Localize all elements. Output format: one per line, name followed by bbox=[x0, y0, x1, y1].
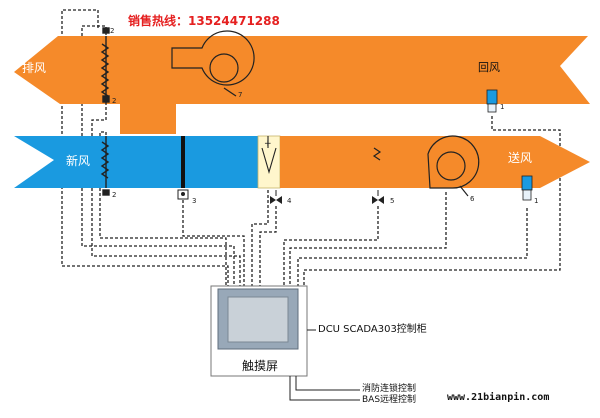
device-number: 2 bbox=[112, 191, 117, 199]
device-number: 4 bbox=[287, 197, 292, 205]
filter-icon: + bbox=[261, 136, 277, 174]
device-number: 2 bbox=[110, 27, 115, 35]
device-number: 2 bbox=[112, 97, 117, 105]
supply-air-label: 送风 bbox=[508, 151, 533, 165]
fresh-air-label: 新风 bbox=[66, 154, 91, 168]
supply-fan-icon bbox=[427, 135, 480, 197]
valve-4-icon bbox=[270, 190, 282, 204]
device-number: 3 bbox=[192, 197, 197, 205]
website-url: www.21bianpin.com bbox=[447, 392, 550, 403]
fire-link-label: 消防连锁控制 bbox=[362, 384, 417, 394]
left-damper-icon bbox=[100, 27, 110, 196]
bas-remote-label: BAS远程控制 bbox=[362, 395, 417, 405]
return-sensor-icon bbox=[486, 89, 498, 113]
device-number: 6 bbox=[470, 195, 475, 203]
return-label: 回风 bbox=[478, 61, 500, 74]
cabinet-label: DCU SCADA303控制柜 bbox=[318, 324, 427, 335]
device-number: 1 bbox=[500, 103, 505, 111]
exhaust-label: 排风 bbox=[22, 61, 47, 75]
supply-air-duct bbox=[280, 136, 590, 188]
sales-hotline: 销售热线：13524471288 bbox=[128, 14, 280, 28]
svg-text:+: + bbox=[264, 139, 272, 149]
device-number: 7 bbox=[238, 91, 243, 99]
exhaust-duct bbox=[14, 36, 590, 104]
touch-screen-label: 触摸屏 bbox=[242, 359, 279, 373]
coil-icon bbox=[372, 147, 382, 161]
touch-screen bbox=[227, 296, 289, 343]
device-number: 5 bbox=[390, 197, 395, 205]
supply-sensor-icon bbox=[521, 175, 533, 201]
exhaust-fan-icon bbox=[171, 30, 255, 97]
duct-connector bbox=[120, 104, 176, 134]
valve-5-icon bbox=[372, 190, 384, 204]
damper-3-icon bbox=[177, 136, 189, 200]
fresh-air-duct bbox=[14, 136, 258, 188]
device-number: 1 bbox=[534, 197, 539, 205]
